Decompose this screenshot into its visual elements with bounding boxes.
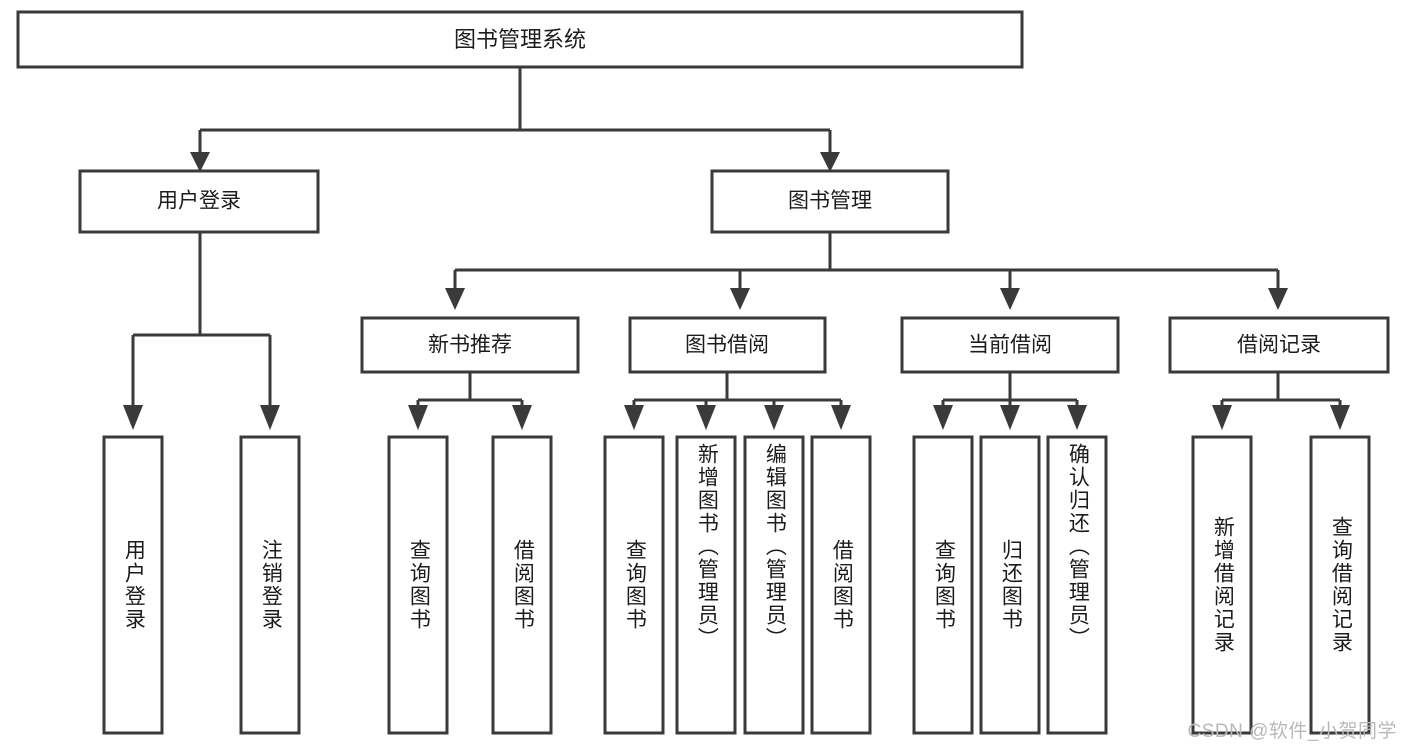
- node-borrow-record[interactable]: 借阅记录: [1168, 316, 1390, 374]
- leaf-box-query-record[interactable]: [1309, 435, 1371, 735]
- leaf-box-confirm-return[interactable]: [1046, 435, 1108, 735]
- connector-group-borrow-record-to-leaves: [1212, 372, 1350, 430]
- leaf-box-edit-book[interactable]: [743, 435, 805, 735]
- node-book-manage-label: 图书管理: [788, 190, 872, 213]
- arrow-head-book-manage: [820, 152, 840, 172]
- connector-group-root-to-level2: [190, 67, 840, 172]
- arrow-head-leaf-query-book-1: [408, 405, 428, 430]
- arrow-head-leaf-edit-book: [764, 405, 784, 430]
- leaf-box-query-book-3[interactable]: [912, 435, 974, 735]
- node-book-borrow[interactable]: 图书借阅: [628, 316, 827, 374]
- arrow-head-leaf-logout: [260, 405, 280, 430]
- arrow-head-leaf-borrow-book-2: [831, 405, 851, 430]
- arrow-head-leaf-query-book-3: [933, 405, 953, 430]
- arrow-head-leaf-query-book-2: [624, 405, 644, 430]
- arrow-head-leaf-query-record: [1330, 405, 1350, 430]
- leaf-box-return-book[interactable]: [979, 435, 1041, 735]
- leaf-box-borrow-book-2[interactable]: [810, 435, 872, 735]
- leaf-boxes-book-borrow: [603, 435, 872, 735]
- node-borrow-record-box[interactable]: [1168, 316, 1390, 374]
- node-book-manage[interactable]: 图书管理: [710, 169, 950, 234]
- node-user-login-label: 用户登录: [157, 190, 241, 213]
- connector-group-book-borrow-to-leaves: [624, 372, 851, 430]
- arrow-head-leaf-add-book: [696, 405, 716, 430]
- node-current-borrow[interactable]: 当前借阅: [900, 316, 1120, 374]
- arrow-head-leaf-user-login: [123, 405, 143, 430]
- node-new-book-recommend-label: 新书推荐: [428, 334, 512, 357]
- arrow-head-leaf-borrow-book-1: [512, 405, 532, 430]
- watermark: CSDN @软件_小贺同学: [1187, 721, 1397, 742]
- leaf-box-query-book-1[interactable]: [387, 435, 449, 735]
- node-new-book-recommend[interactable]: 新书推荐: [360, 316, 580, 374]
- connector-group-level2-books-to-level3: [445, 232, 1288, 310]
- leaf-box-logout[interactable]: [239, 435, 301, 735]
- leaf-boxes-current-borrow: [912, 435, 1108, 735]
- arrow-head-current-borrow: [1000, 288, 1020, 310]
- node-user-login-box[interactable]: [78, 169, 320, 234]
- node-book-borrow-label: 图书借阅: [685, 334, 769, 357]
- connector-group-current-borrow-to-leaves: [933, 372, 1087, 430]
- connector-group-new-book-to-leaves: [408, 372, 532, 430]
- node-borrow-record-label: 借阅记录: [1237, 334, 1321, 357]
- node-root-box[interactable]: [16, 10, 1024, 69]
- leaf-boxes-new-book: [387, 435, 553, 735]
- node-book-manage-box[interactable]: [710, 169, 950, 234]
- arrow-head-book-borrow: [730, 288, 750, 310]
- leaf-box-borrow-book-1[interactable]: [491, 435, 553, 735]
- leaf-boxes-borrow-record: [1191, 435, 1371, 735]
- leaf-box-query-book-2[interactable]: [603, 435, 665, 735]
- node-current-borrow-box[interactable]: [900, 316, 1120, 374]
- connector-group-user-login-to-leaves: [123, 232, 280, 430]
- node-root-label: 图书管理系统: [454, 27, 586, 52]
- arrow-head-borrow-record: [1268, 288, 1288, 310]
- arrow-head-leaf-add-record: [1212, 405, 1232, 430]
- arrow-head-user-login: [190, 152, 210, 172]
- node-current-borrow-label: 当前借阅: [968, 334, 1052, 357]
- arrow-head-new-book: [445, 288, 465, 310]
- leaf-box-add-book[interactable]: [675, 435, 737, 735]
- node-new-book-recommend-box[interactable]: [360, 316, 580, 374]
- arrow-head-leaf-return-book: [1000, 405, 1020, 430]
- leaf-boxes-user-login: [102, 435, 301, 735]
- leaf-box-add-record[interactable]: [1191, 435, 1253, 735]
- node-book-borrow-box[interactable]: [628, 316, 827, 374]
- leaf-box-user-login[interactable]: [102, 435, 164, 735]
- arrow-head-leaf-confirm-return: [1067, 405, 1087, 430]
- node-user-login[interactable]: 用户登录: [78, 169, 320, 234]
- node-root[interactable]: 图书管理系统: [16, 10, 1024, 69]
